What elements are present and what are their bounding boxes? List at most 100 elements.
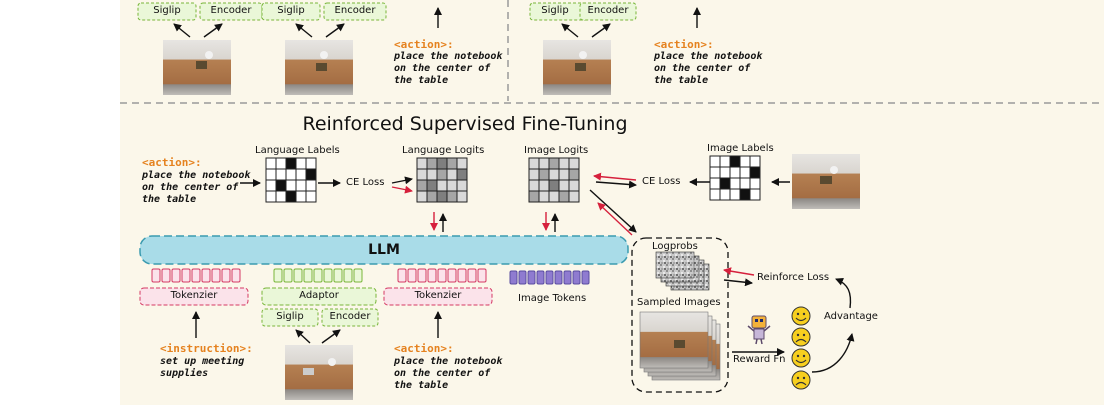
- top-encoder-group-1: [137, 2, 263, 95]
- sampled-to-logits-arrow: [597, 202, 633, 236]
- tokenizer-box-left: [139, 287, 249, 306]
- language-logits-grid: [416, 157, 468, 203]
- label-cell: [709, 177, 721, 190]
- logit-cell: [538, 190, 550, 203]
- logit-cell: [416, 168, 428, 181]
- label-cell: [729, 188, 741, 201]
- label-cell: [739, 188, 751, 201]
- logit-cell: [548, 168, 560, 181]
- token: [518, 270, 527, 285]
- advantage-label: Advantage: [824, 311, 878, 322]
- token: [191, 268, 201, 283]
- image-embedding-tokens: [273, 268, 363, 283]
- label-cell: [305, 157, 317, 170]
- siglip-label: Siglip: [276, 311, 304, 322]
- token: [467, 268, 477, 283]
- label-cell: [739, 177, 751, 190]
- logit-cell: [456, 157, 468, 170]
- logit-cell: [558, 179, 570, 192]
- logit-cell: [416, 190, 428, 203]
- action-tokens: [397, 268, 487, 283]
- ce-loss-right-arrow-red: [593, 172, 637, 181]
- token: [397, 268, 407, 283]
- token: [581, 270, 590, 285]
- label-cell: [275, 190, 287, 203]
- ce-loss-right-arrow-black: [595, 180, 637, 189]
- label-cell: [265, 157, 277, 170]
- sampled-group-box: [631, 237, 729, 393]
- token: [303, 268, 313, 283]
- top-encoder-group-3: [529, 2, 637, 95]
- token: [283, 268, 293, 283]
- label-cell: [295, 190, 307, 203]
- label-cell: [709, 155, 721, 168]
- image-tokens: [509, 270, 590, 285]
- token: [554, 270, 563, 285]
- label-cell: [719, 166, 731, 179]
- label-cell: [719, 177, 731, 190]
- logit-cell: [568, 168, 580, 181]
- logit-cell: [446, 179, 458, 192]
- logit-cell: [548, 190, 560, 203]
- label-cell: [749, 188, 761, 201]
- tokenizer-label: Tokenzier: [414, 290, 462, 301]
- llm-block: [139, 235, 629, 265]
- logits-to-sampled-arrow: [589, 189, 637, 233]
- reinforce-loss-label: Reinforce Loss: [757, 272, 830, 283]
- encoder-box-bottom: [321, 308, 379, 327]
- token: [353, 268, 363, 283]
- token: [536, 270, 545, 285]
- left-action-label: <action>:: [142, 156, 202, 169]
- label-cell: [305, 179, 317, 192]
- label-cell: [275, 179, 287, 192]
- label-cell: [275, 168, 287, 181]
- logit-cell: [558, 157, 570, 170]
- language-labels-grid: [265, 157, 317, 203]
- top-encoder-group-2: [261, 2, 387, 95]
- logit-cell: [538, 168, 550, 181]
- logprobs-stack: [655, 251, 710, 291]
- sampled-images-label: Sampled Images: [637, 297, 721, 308]
- sad-face-icon: [791, 327, 811, 347]
- image-label-photo: [792, 154, 860, 209]
- token: [161, 268, 171, 283]
- logit-cell: [558, 190, 570, 203]
- siglip-label: Siglip: [153, 5, 181, 16]
- action-label: <action>:: [654, 38, 714, 51]
- logit-cell: [568, 179, 580, 192]
- label-cell: [749, 155, 761, 168]
- logit-cell: [538, 179, 550, 192]
- token: [293, 268, 303, 283]
- logit-cell: [528, 190, 540, 203]
- happy-face-icon: [791, 348, 811, 368]
- token: [457, 268, 467, 283]
- token: [545, 270, 554, 285]
- logit-cell: [528, 179, 540, 192]
- label-cell: [295, 168, 307, 181]
- encoder-label: Encoder: [210, 5, 252, 16]
- siglip-label: Siglip: [277, 5, 305, 16]
- instruction-label: <instruction>:: [160, 342, 253, 355]
- language-logits-title: Language Logits: [402, 145, 485, 156]
- ce-loss-arrow-out-black: [391, 176, 413, 185]
- label-cell: [719, 188, 731, 201]
- image-logits-grid: [528, 157, 580, 203]
- logit-cell: [456, 190, 468, 203]
- token: [313, 268, 323, 283]
- token: [201, 268, 211, 283]
- logit-cell: [548, 157, 560, 170]
- siglip-label: Siglip: [541, 5, 569, 16]
- token: [417, 268, 427, 283]
- token: [447, 268, 457, 283]
- token: [333, 268, 343, 283]
- table-image: [285, 40, 353, 95]
- token: [407, 268, 417, 283]
- happy-face-icon: [791, 306, 811, 326]
- siglip-box: [137, 2, 197, 21]
- logit-cell: [456, 179, 468, 192]
- token: [171, 268, 181, 283]
- label-cell: [749, 166, 761, 179]
